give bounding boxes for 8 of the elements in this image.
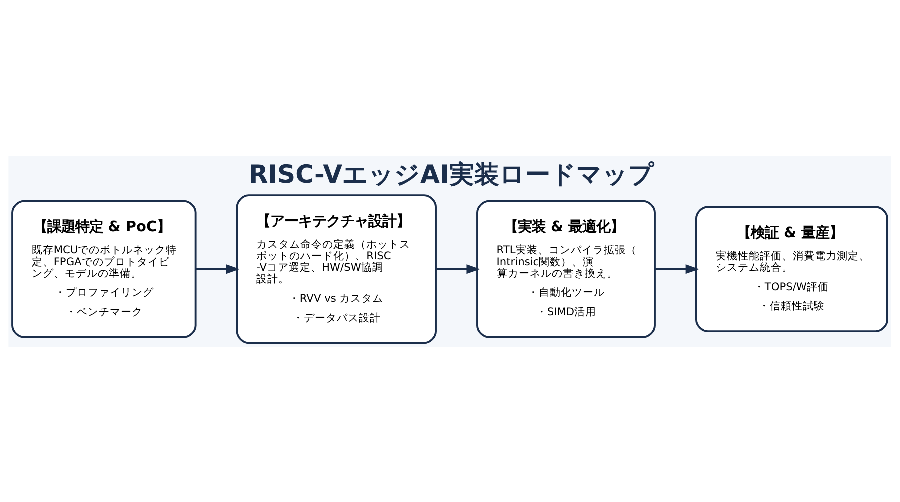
node-box: 【検証 & 量産】 実機性能評価、消費電力測定、システム統合。 ・TOPS/W評価 ・信頼性試験 — [696, 206, 888, 332]
node-box: 【実装 & 最適化】 RTL実装、コンパイラ拡張（Intrinsic関数）、演算カーネルの書き換え。 ・自動化ツール ・SIMD活用 — [476, 200, 656, 338]
node-box: 【アーキテクチャ設計】 カスタム命令の定義（ホットスポットのハード化）、RISC-Vコア選定、HW/SW協調設計。 ・RVV vs カスタム ・データパス設計 — [236, 194, 437, 344]
arrow — [655, 264, 700, 274]
diagram-title: RISC-VエッジAI実装ロードマップ — [248, 159, 654, 188]
arrow — [436, 264, 480, 274]
node-box: 【課題特定 & PoC】 既存MCUでのボトルネック特定、FPGAでのプロトタイピング、モデルの準備。 ・プロファイリング ・ベンチマーク — [12, 200, 197, 338]
arrow — [196, 264, 240, 274]
